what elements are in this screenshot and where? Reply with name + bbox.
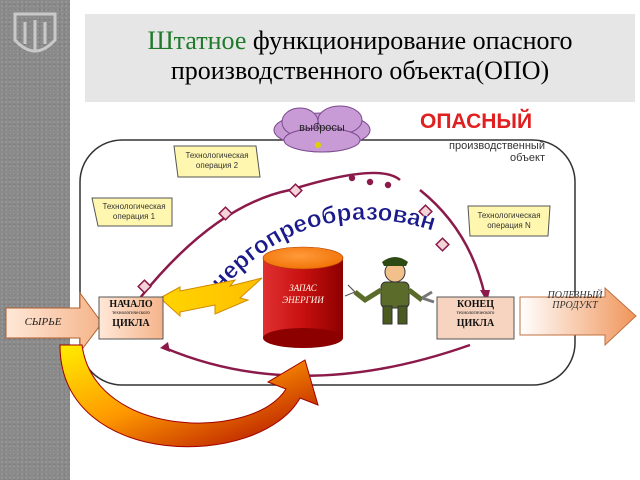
page-title: Штатное функционирование опасного произв…: [85, 26, 635, 86]
title-line2: производственного объекта(ОПО): [170, 56, 550, 85]
flow-arc-2: [289, 171, 401, 192]
emissions-cloud: [273, 105, 371, 153]
energy-bolt: [159, 277, 263, 318]
energy-store-label: ЗАПАС ЭНЕРГИИ: [263, 282, 343, 306]
output-arrow: [519, 286, 637, 347]
diamond-node: [288, 183, 303, 198]
opN-label: Технологическая операция N: [470, 211, 548, 231]
end-top: КОНЕЦ: [456, 299, 494, 310]
op2-line1: Технологическая: [185, 151, 249, 160]
diamond-node: [435, 237, 450, 252]
energy-cylinder-body: [263, 258, 343, 338]
op2-label: Технологическая операция 2: [177, 151, 257, 171]
op2-line2: операция 2: [195, 161, 239, 170]
object-label-line2: объект: [509, 152, 545, 164]
flow-dot: [348, 174, 356, 182]
title-panel: [85, 14, 635, 102]
worker-icon: [344, 257, 435, 325]
op1-line2: операция 1: [112, 212, 156, 221]
opN-line2: операция N: [487, 221, 531, 230]
start-bottom: ЦИКЛА: [112, 318, 150, 329]
cloud-label: выбросы: [299, 122, 345, 134]
title-rest: функционирование опасного: [252, 26, 573, 55]
diamond-node: [218, 206, 233, 221]
energy-cylinder-top: [262, 246, 344, 270]
op1-label: Технологическая операция 1: [95, 202, 173, 222]
diamond-node: [418, 204, 433, 219]
end-box: [436, 296, 515, 340]
op1-line1: Технологическая: [102, 202, 166, 211]
opN-line1: Технологическая: [477, 211, 541, 220]
flow-dot: [366, 178, 374, 186]
end-box-text: КОНЕЦ технологического ЦИКЛА: [437, 299, 514, 330]
input-arrow: [5, 291, 103, 354]
op1-callout: [91, 197, 173, 227]
flow-arc-1: [139, 188, 291, 299]
output-line2: ПРОДУКТ: [552, 300, 598, 311]
object-label-line1: производственный: [449, 140, 545, 152]
end-mid: технологического: [456, 311, 495, 316]
return-arc: [164, 343, 471, 377]
logo-icon: [13, 12, 57, 53]
end-bottom: ЦИКЛА: [456, 318, 495, 329]
start-top: НАЧАЛО: [109, 299, 153, 310]
diamond-node: [137, 279, 152, 294]
start-mid: технологического: [112, 311, 150, 316]
output-label: ПОЛЕЗНЫЙ ПРОДУКТ: [530, 291, 620, 311]
sidebar-strip: [0, 0, 70, 480]
return-arrowhead: [160, 342, 170, 352]
output-line1: ПОЛЕЗНЫЙ: [547, 290, 603, 301]
sidebar-texture: [0, 0, 70, 480]
cloud-dot: [315, 142, 321, 148]
start-box: [98, 296, 164, 340]
energy-store-line1: ЗАПАС: [289, 283, 317, 293]
opN-callout: [467, 205, 551, 237]
energy-flow-arrow: [59, 344, 319, 448]
flow-arc-3: [419, 189, 487, 297]
object-label: производственный объект: [420, 140, 545, 164]
op2-callout: [173, 145, 261, 178]
input-label: СЫРЬЕ: [24, 316, 62, 328]
energy-cylinder-bottom: [263, 328, 343, 348]
danger-heading: ОПАСНЫЙ: [420, 110, 533, 133]
flow-dot: [384, 181, 392, 189]
energy-store-line2: ЭНЕРГИИ: [282, 295, 324, 305]
start-box-text: НАЧАЛО технологического ЦИКЛА: [99, 299, 163, 330]
title-accent: Штатное: [147, 26, 247, 55]
